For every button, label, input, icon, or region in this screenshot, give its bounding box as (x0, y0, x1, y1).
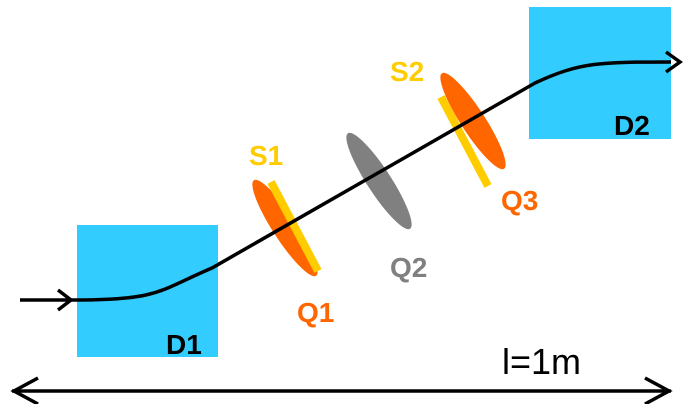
dipole-d1-label: D1 (166, 329, 202, 360)
beam-entry-arrowhead (56, 288, 74, 312)
dipole-d2 (529, 7, 671, 139)
sextupole-s1 (267, 180, 322, 273)
sextupole-s2-label: S2 (390, 56, 425, 87)
quadrupole-q1-label: Q1 (297, 297, 335, 328)
quadrupole-q3 (440, 72, 506, 170)
beam-exit-arrowhead (664, 50, 683, 74)
beam-trajectory (20, 60, 672, 302)
quadrupole-q3-label: Q3 (501, 185, 539, 216)
length-arrow-left-head (10, 376, 39, 404)
length-arrow-right-head (644, 376, 673, 404)
dipole-d2-label: D2 (614, 110, 650, 141)
quadrupole-q2 (346, 132, 412, 230)
length-label: l=1m (502, 341, 582, 382)
sextupole-s2 (437, 95, 492, 188)
sextupole-s1-label: S1 (249, 140, 284, 171)
quadrupole-q2-label: Q2 (390, 252, 428, 283)
dipole-d1 (77, 225, 218, 357)
